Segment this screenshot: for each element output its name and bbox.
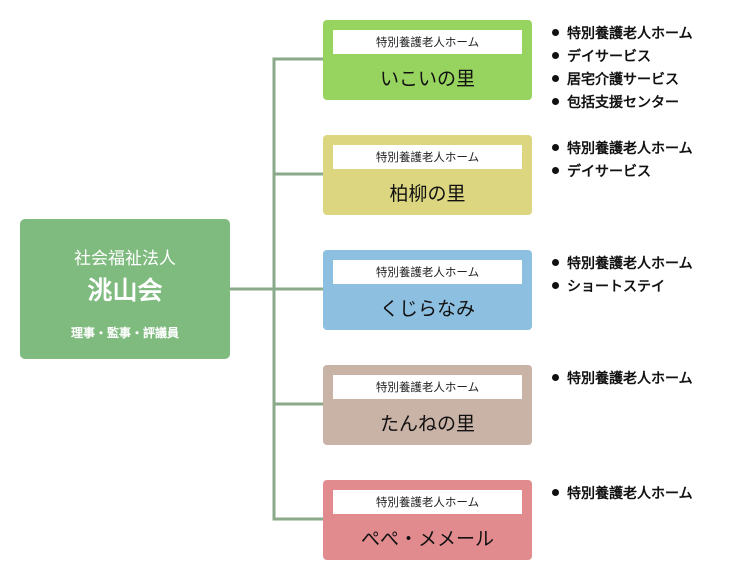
facility-type-label: 特別養護老人ホーム <box>333 490 522 514</box>
organization-name: 洮山会 <box>87 276 163 305</box>
organization-type: 社会福祉法人 <box>74 249 176 269</box>
service-item: 特別養護老人ホーム <box>552 483 693 506</box>
facility-type-label: 特別養護老人ホーム <box>333 375 522 399</box>
bullet-icon <box>552 282 559 289</box>
bullet-icon <box>552 259 559 266</box>
facility-box-tanne: 特別養護老人ホーム たんねの里 <box>323 365 532 445</box>
facility-box-kujiranami: 特別養護老人ホーム くじらなみ <box>323 250 532 330</box>
facility-box-ikoi: 特別養護老人ホーム いこいの里 <box>323 20 532 100</box>
facility-name: いこいの里 <box>379 68 475 90</box>
service-list-ikoi: 特別養護老人ホーム デイサービス 居宅介護サービス 包括支援センター <box>552 23 693 115</box>
service-item: 特別養護老人ホーム <box>552 253 693 276</box>
service-label: デイサービス <box>567 49 651 65</box>
service-label: 特別養護老人ホーム <box>567 486 693 502</box>
service-label: 包括支援センター <box>567 95 679 111</box>
service-item: 特別養護老人ホーム <box>552 368 693 391</box>
organization-box: 社会福祉法人 洮山会 理事・監事・評議員 <box>20 219 230 359</box>
facility-name: ぺぺ・メメール <box>360 528 494 550</box>
facility-type-label: 特別養護老人ホーム <box>333 30 522 54</box>
bullet-icon <box>552 98 559 105</box>
service-item: デイサービス <box>552 161 693 184</box>
service-item: 特別養護老人ホーム <box>552 138 693 161</box>
bullet-icon <box>552 144 559 151</box>
service-label: 特別養護老人ホーム <box>567 371 693 387</box>
service-item: 特別養護老人ホーム <box>552 23 693 46</box>
service-label: 居宅介護サービス <box>567 72 679 88</box>
service-label: 特別養護老人ホーム <box>567 26 693 42</box>
bullet-icon <box>552 75 559 82</box>
service-list-pepe-memere: 特別養護老人ホーム <box>552 483 693 506</box>
service-label: 特別養護老人ホーム <box>567 141 693 157</box>
facility-type-label: 特別養護老人ホーム <box>333 145 522 169</box>
service-list-hakuryu: 特別養護老人ホーム デイサービス <box>552 138 693 184</box>
bullet-icon <box>552 374 559 381</box>
bullet-icon <box>552 489 559 496</box>
service-item: ショートステイ <box>552 276 693 299</box>
facility-name: たんねの里 <box>379 413 475 435</box>
organization-note: 理事・監事・評議員 <box>70 326 179 340</box>
service-item: 居宅介護サービス <box>552 69 693 92</box>
service-list-kujiranami: 特別養護老人ホーム ショートステイ <box>552 253 693 299</box>
service-label: デイサービス <box>567 164 651 180</box>
bullet-icon <box>552 167 559 174</box>
service-item: デイサービス <box>552 46 693 69</box>
facility-type-label: 特別養護老人ホーム <box>333 260 522 284</box>
facility-name: 柏柳の里 <box>389 183 466 205</box>
bullet-icon <box>552 52 559 59</box>
service-label: ショートステイ <box>567 279 665 295</box>
service-item: 包括支援センター <box>552 92 693 115</box>
facility-name: くじらなみ <box>379 298 475 320</box>
service-list-tanne: 特別養護老人ホーム <box>552 368 693 391</box>
facility-box-hakuryu: 特別養護老人ホーム 柏柳の里 <box>323 135 532 215</box>
facility-box-pepe-memere: 特別養護老人ホーム ぺぺ・メメール <box>323 480 532 560</box>
service-label: 特別養護老人ホーム <box>567 256 693 272</box>
bullet-icon <box>552 29 559 36</box>
